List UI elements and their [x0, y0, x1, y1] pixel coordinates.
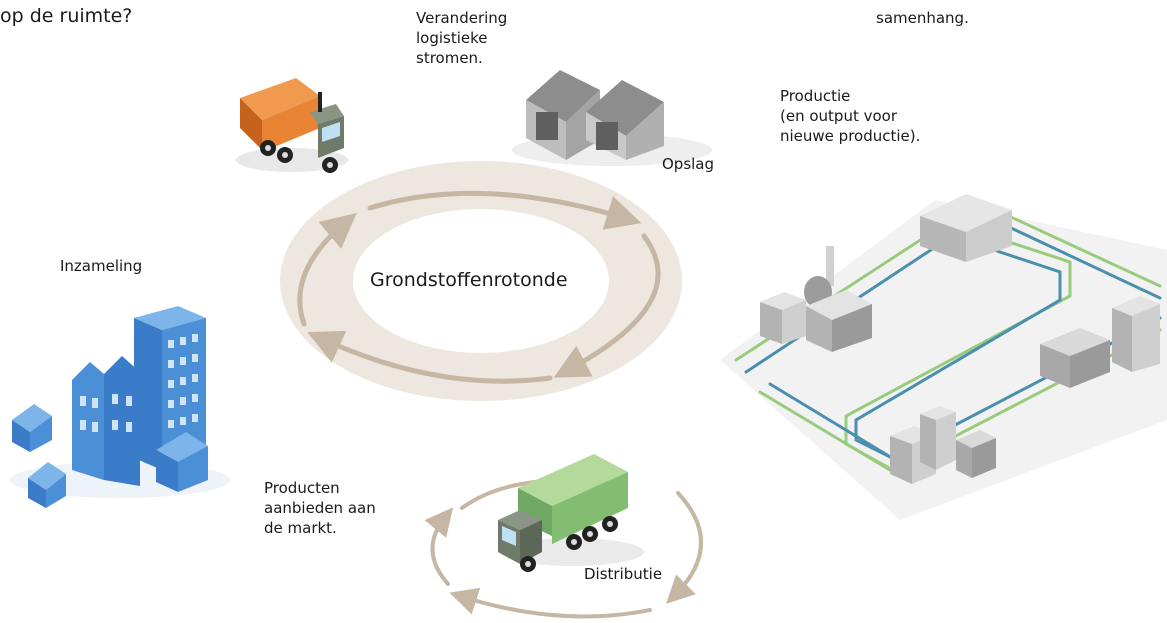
- arrow-top: [367, 190, 642, 230]
- market-label: Producten aanbieden aan de markt.: [264, 479, 376, 537]
- factory-network-icon: [720, 194, 1167, 520]
- warehouse-icon: [512, 70, 712, 166]
- roundabout-arrows: [297, 190, 661, 384]
- distribution-label: Distributie: [584, 565, 663, 583]
- roundabout-ring: [280, 161, 682, 401]
- logistics-change-label: Verandering logistieke stromen.: [416, 9, 508, 67]
- arrow-right: [553, 233, 661, 378]
- houses-icon: [10, 306, 230, 508]
- roundabout-center-label: Grondstoffenrotonde: [370, 269, 568, 291]
- storage-label: Opslag: [662, 155, 715, 173]
- arrow-left: [297, 213, 357, 327]
- green-truck-icon: [498, 454, 644, 572]
- production-label: Productie (en output voor nieuwe product…: [780, 87, 921, 145]
- collection-label: Inzameling: [60, 257, 143, 275]
- top-question-text: op de ruimte?: [0, 5, 133, 27]
- orange-truck-icon: [236, 78, 348, 173]
- arrow-bottom: [307, 330, 553, 384]
- top-right-fragment-text: samenhang.: [876, 9, 969, 27]
